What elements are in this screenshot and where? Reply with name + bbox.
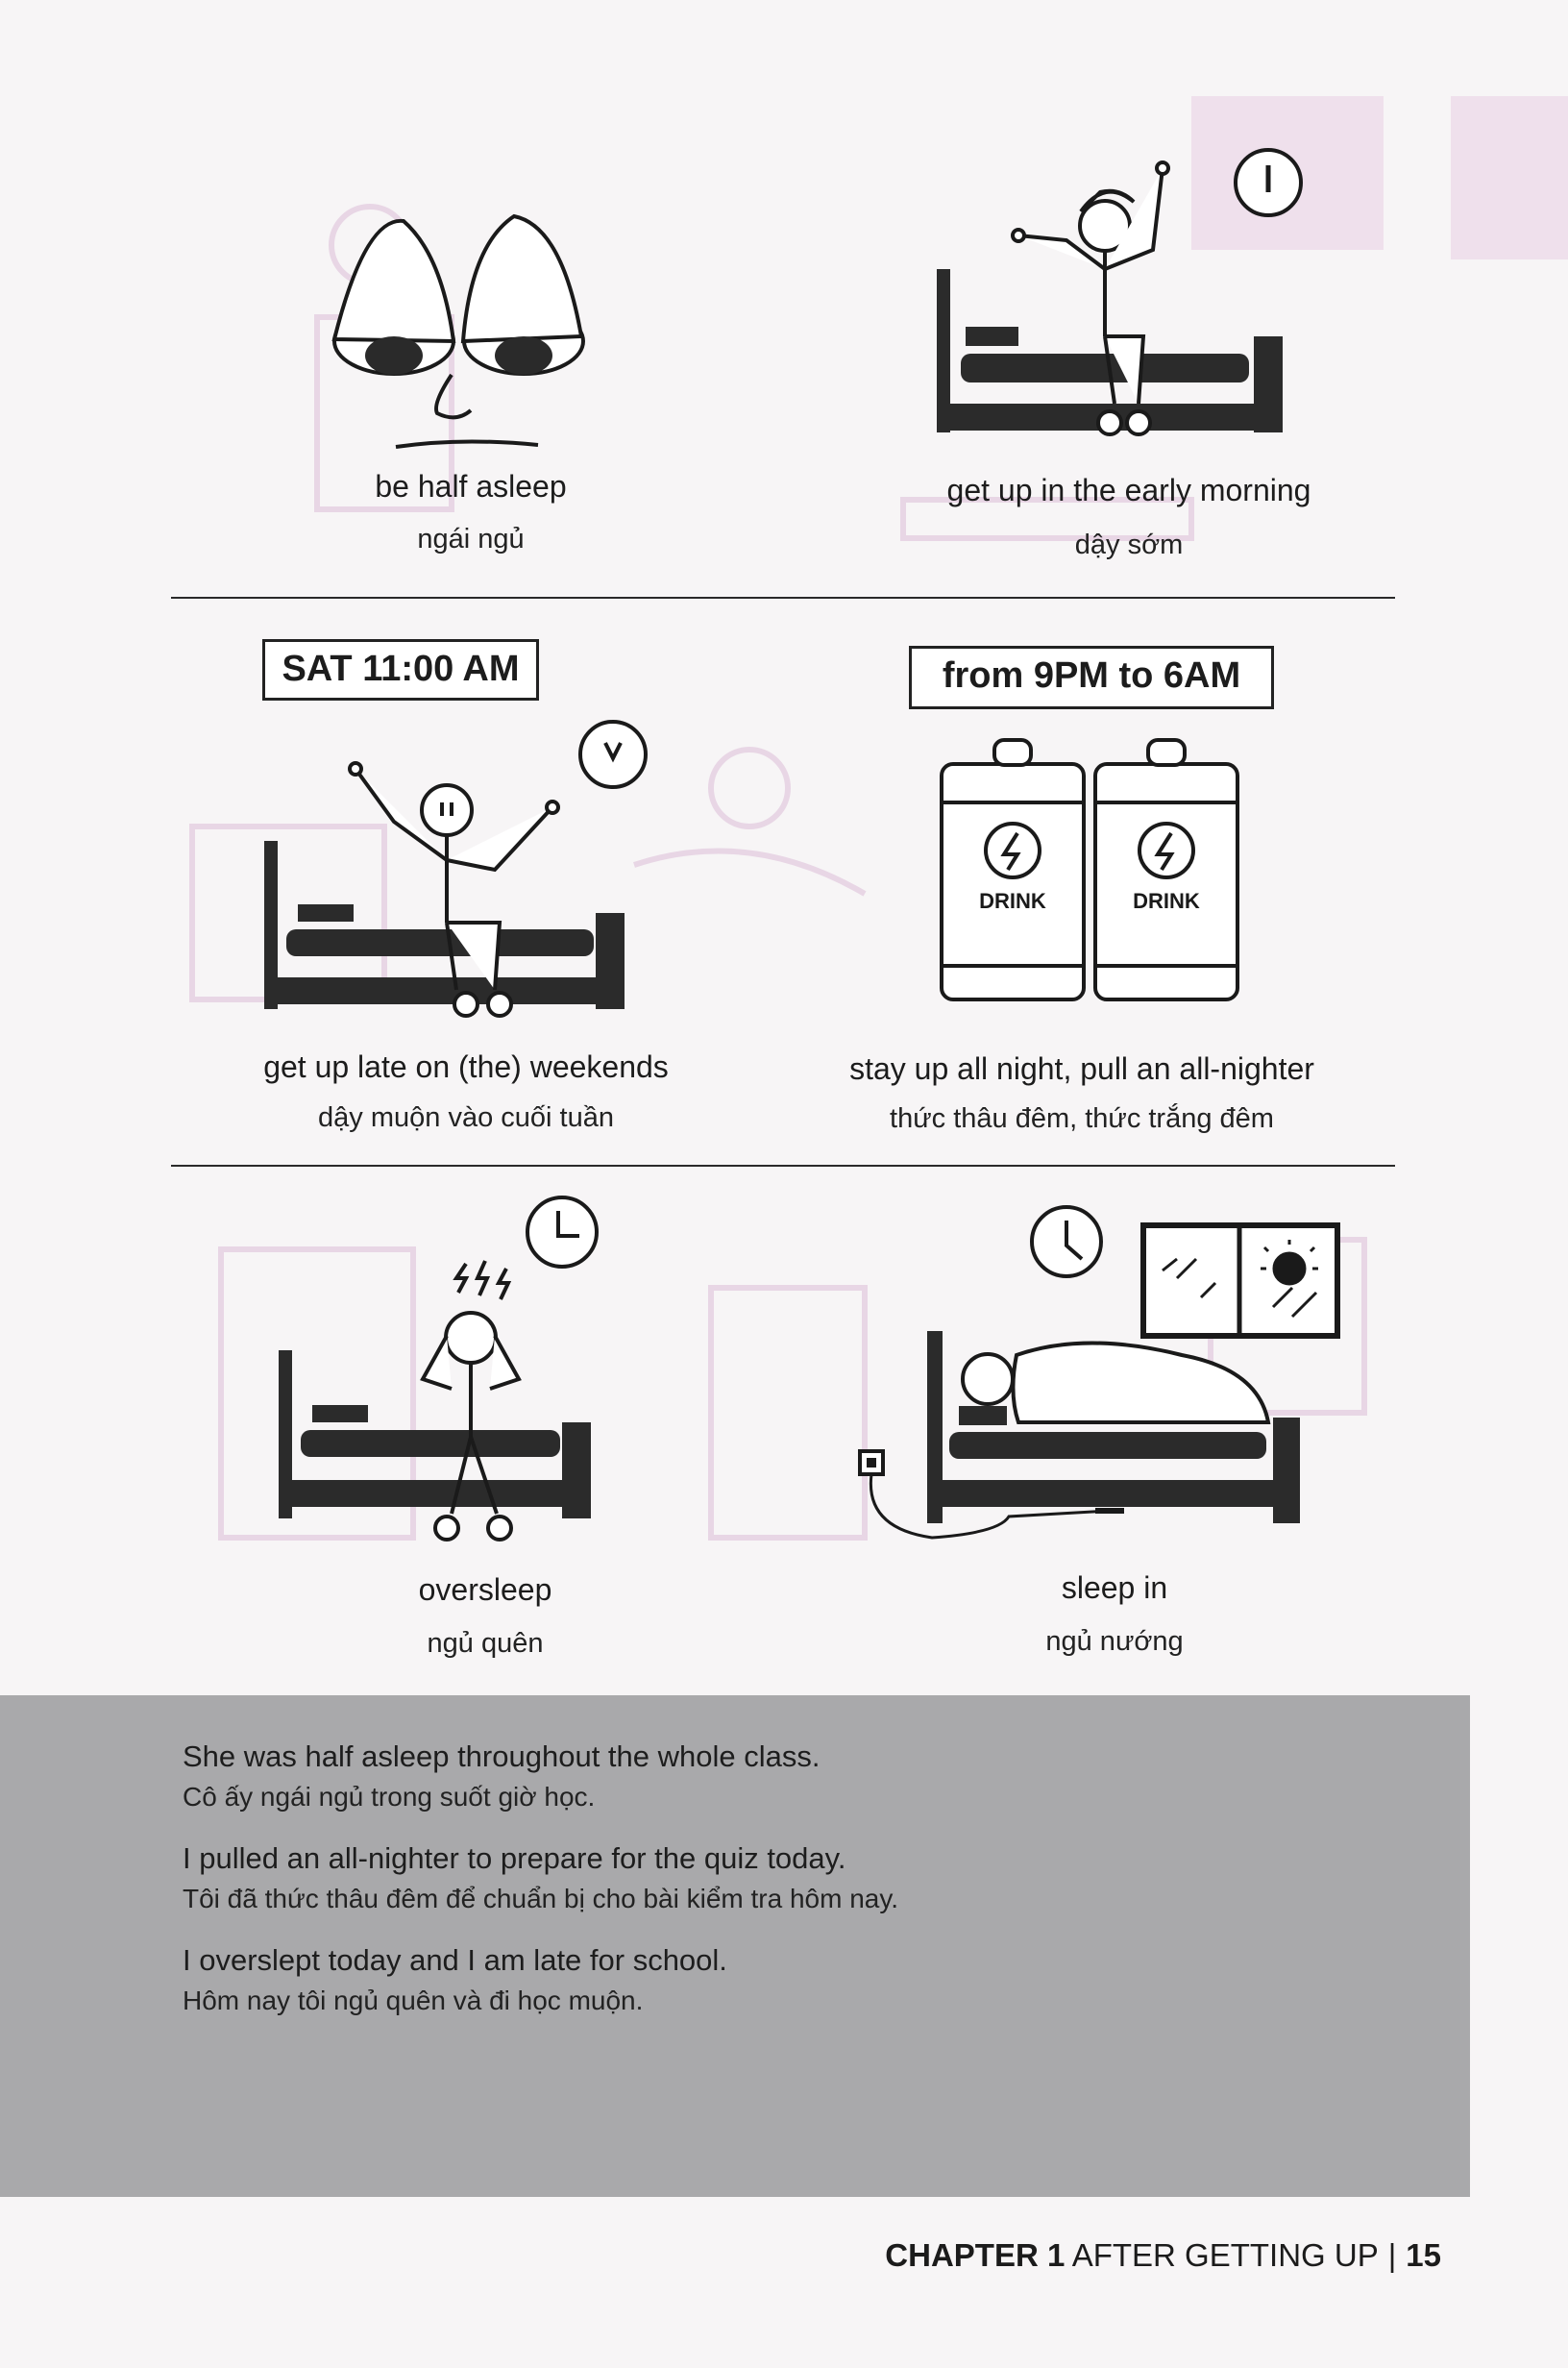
oversleep-bed-illustration xyxy=(279,1196,599,1542)
half-asleep-face-illustration xyxy=(331,213,585,449)
item-label-en: get up in the early morning xyxy=(946,473,1311,507)
item-label-vi: thức thâu đêm, thức trắng đêm xyxy=(890,1103,1274,1134)
page-number: 15 xyxy=(1406,2237,1441,2273)
page-footer: CHAPTER 1 AFTER GETTING UP|15 xyxy=(885,2237,1441,2274)
sleep-in-bed-illustration xyxy=(858,1205,1340,1540)
can-label: DRINK xyxy=(979,889,1046,913)
section-divider xyxy=(171,1165,1395,1167)
footer-separator: | xyxy=(1387,2237,1397,2273)
item-label-en: get up late on (the) weekends xyxy=(263,1049,669,1084)
item-label-en: be half asleep xyxy=(375,469,567,504)
time-tag: SAT 11:00 AM xyxy=(262,639,539,701)
can-label: DRINK xyxy=(1133,889,1200,913)
item-label-vi: dậy sớm xyxy=(1074,530,1184,560)
item-label-vi: dậy muộn vào cuối tuần xyxy=(318,1102,614,1133)
example-sentence-en: I pulled an all-nighter to prepare for t… xyxy=(183,1841,846,1875)
item-label-vi: ngủ nướng xyxy=(1045,1626,1184,1657)
time-tag: from 9PM to 6AM xyxy=(909,646,1274,709)
example-sentence-vi: Hôm nay tôi ngủ quên và đi học muộn. xyxy=(183,1986,644,2015)
early-morning-bed-illustration xyxy=(937,148,1303,436)
chapter-label: CHAPTER 1 xyxy=(885,2237,1066,2273)
section-divider xyxy=(171,597,1395,599)
item-label-vi: ngủ quên xyxy=(427,1628,544,1659)
energy-drink-cans-illustration: DRINK DRINK xyxy=(940,738,1239,1001)
example-sentence-en: I overslept today and I am late for scho… xyxy=(183,1943,727,1977)
item-label-en: stay up all night, pull an all-nighter xyxy=(849,1051,1314,1086)
example-sentence-en: She was half asleep throughout the whole… xyxy=(183,1739,821,1773)
example-sentence-vi: Tôi đã thức thâu đêm để chuẩn bị cho bài… xyxy=(183,1884,899,1913)
item-label-vi: ngái ngủ xyxy=(417,524,525,555)
weekend-late-bed-illustration xyxy=(264,720,648,1018)
chapter-title: AFTER GETTING UP xyxy=(1071,2237,1379,2273)
item-label-en: oversleep xyxy=(418,1572,552,1607)
item-label-en: sleep in xyxy=(1061,1570,1168,1605)
example-sentences-box: She was half asleep throughout the whole… xyxy=(0,1695,1470,2197)
example-sentence-vi: Cô ấy ngái ngủ trong suốt giờ học. xyxy=(183,1782,596,1812)
